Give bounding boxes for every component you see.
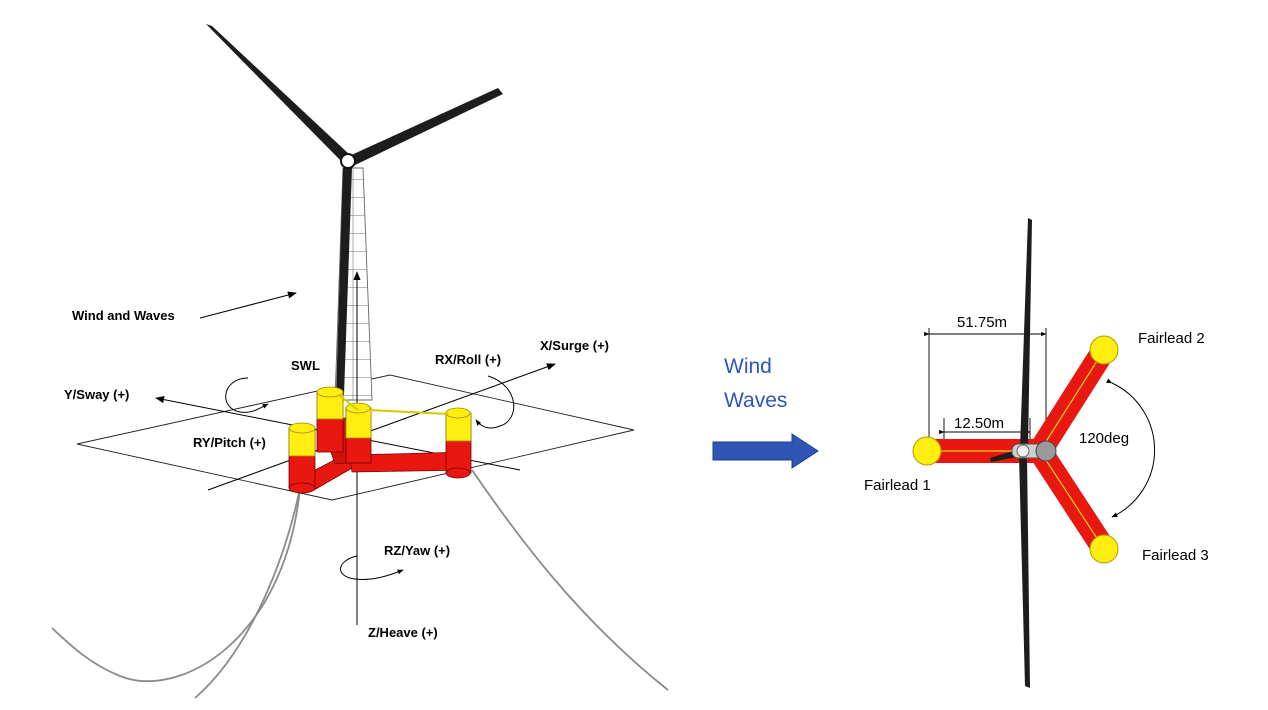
label-x-surge: X/Surge (+)	[540, 338, 609, 353]
wind-waves-direction: Wind Waves	[712, 355, 819, 469]
nacelle-top-view	[1011, 440, 1057, 462]
mooring-lines	[51, 469, 669, 699]
column-right	[445, 407, 472, 479]
mooring-line-1	[194, 487, 301, 699]
label-dim-51-75: 51.75m	[957, 314, 1007, 331]
wind-label: Wind	[724, 355, 772, 378]
rx-roll-arc	[475, 375, 515, 429]
label-z-heave: Z/Heave (+)	[368, 625, 438, 640]
label-fairlead-3: Fairlead 3	[1142, 547, 1209, 564]
rz-yaw-arc	[340, 555, 404, 580]
column-center	[345, 402, 372, 464]
blade-top-down	[1019, 455, 1030, 688]
turbine-blades-3d	[206, 24, 503, 395]
label-dim-12-50: 12.50m	[954, 415, 1004, 432]
label-y-sway: Y/Sway (+)	[64, 387, 129, 402]
wind-waves-arrow	[199, 291, 297, 319]
label-rz-yaw: RZ/Yaw (+)	[384, 543, 450, 558]
fairlead-3-column	[1089, 534, 1119, 564]
ry-pitch-arc	[225, 377, 269, 413]
label-swl: SWL	[291, 358, 320, 373]
fairlead-1-column	[912, 436, 942, 466]
turbine-blades-top	[990, 218, 1032, 688]
mooring-line-3	[471, 469, 669, 691]
column-left	[288, 422, 316, 494]
right-top-view: 51.75m 12.50m 120deg Fairlead 1 Fairlead…	[864, 218, 1209, 688]
label-fairlead-1: Fairlead 1	[864, 477, 931, 494]
column-back	[316, 386, 344, 453]
blade-right	[347, 88, 503, 166]
mooring-line-2	[51, 487, 301, 682]
blade-top-up	[1020, 218, 1032, 448]
wind-direction-arrow	[712, 433, 819, 469]
label-fairlead-2: Fairlead 2	[1138, 330, 1205, 347]
left-turbine-3d: Wind and Waves SWL X/Surge (+) RX/Roll (…	[51, 24, 669, 699]
fairlead-2-column	[1089, 335, 1119, 365]
blade-upper	[206, 24, 350, 163]
label-angle-120: 120deg	[1079, 430, 1129, 447]
x-surge-axis	[207, 363, 556, 491]
blade-lower	[336, 168, 352, 395]
semi-submersible-platform	[288, 386, 472, 494]
label-rx-roll: RX/Roll (+)	[435, 352, 501, 367]
hub	[340, 153, 356, 169]
rotation-arcs	[225, 375, 515, 580]
label-ry-pitch: RY/Pitch (+)	[193, 435, 266, 450]
angle-120-arc	[1106, 378, 1156, 518]
waves-label: Waves	[724, 389, 787, 412]
swl-plane	[76, 374, 635, 501]
label-wind-and-waves: Wind and Waves	[72, 308, 175, 323]
